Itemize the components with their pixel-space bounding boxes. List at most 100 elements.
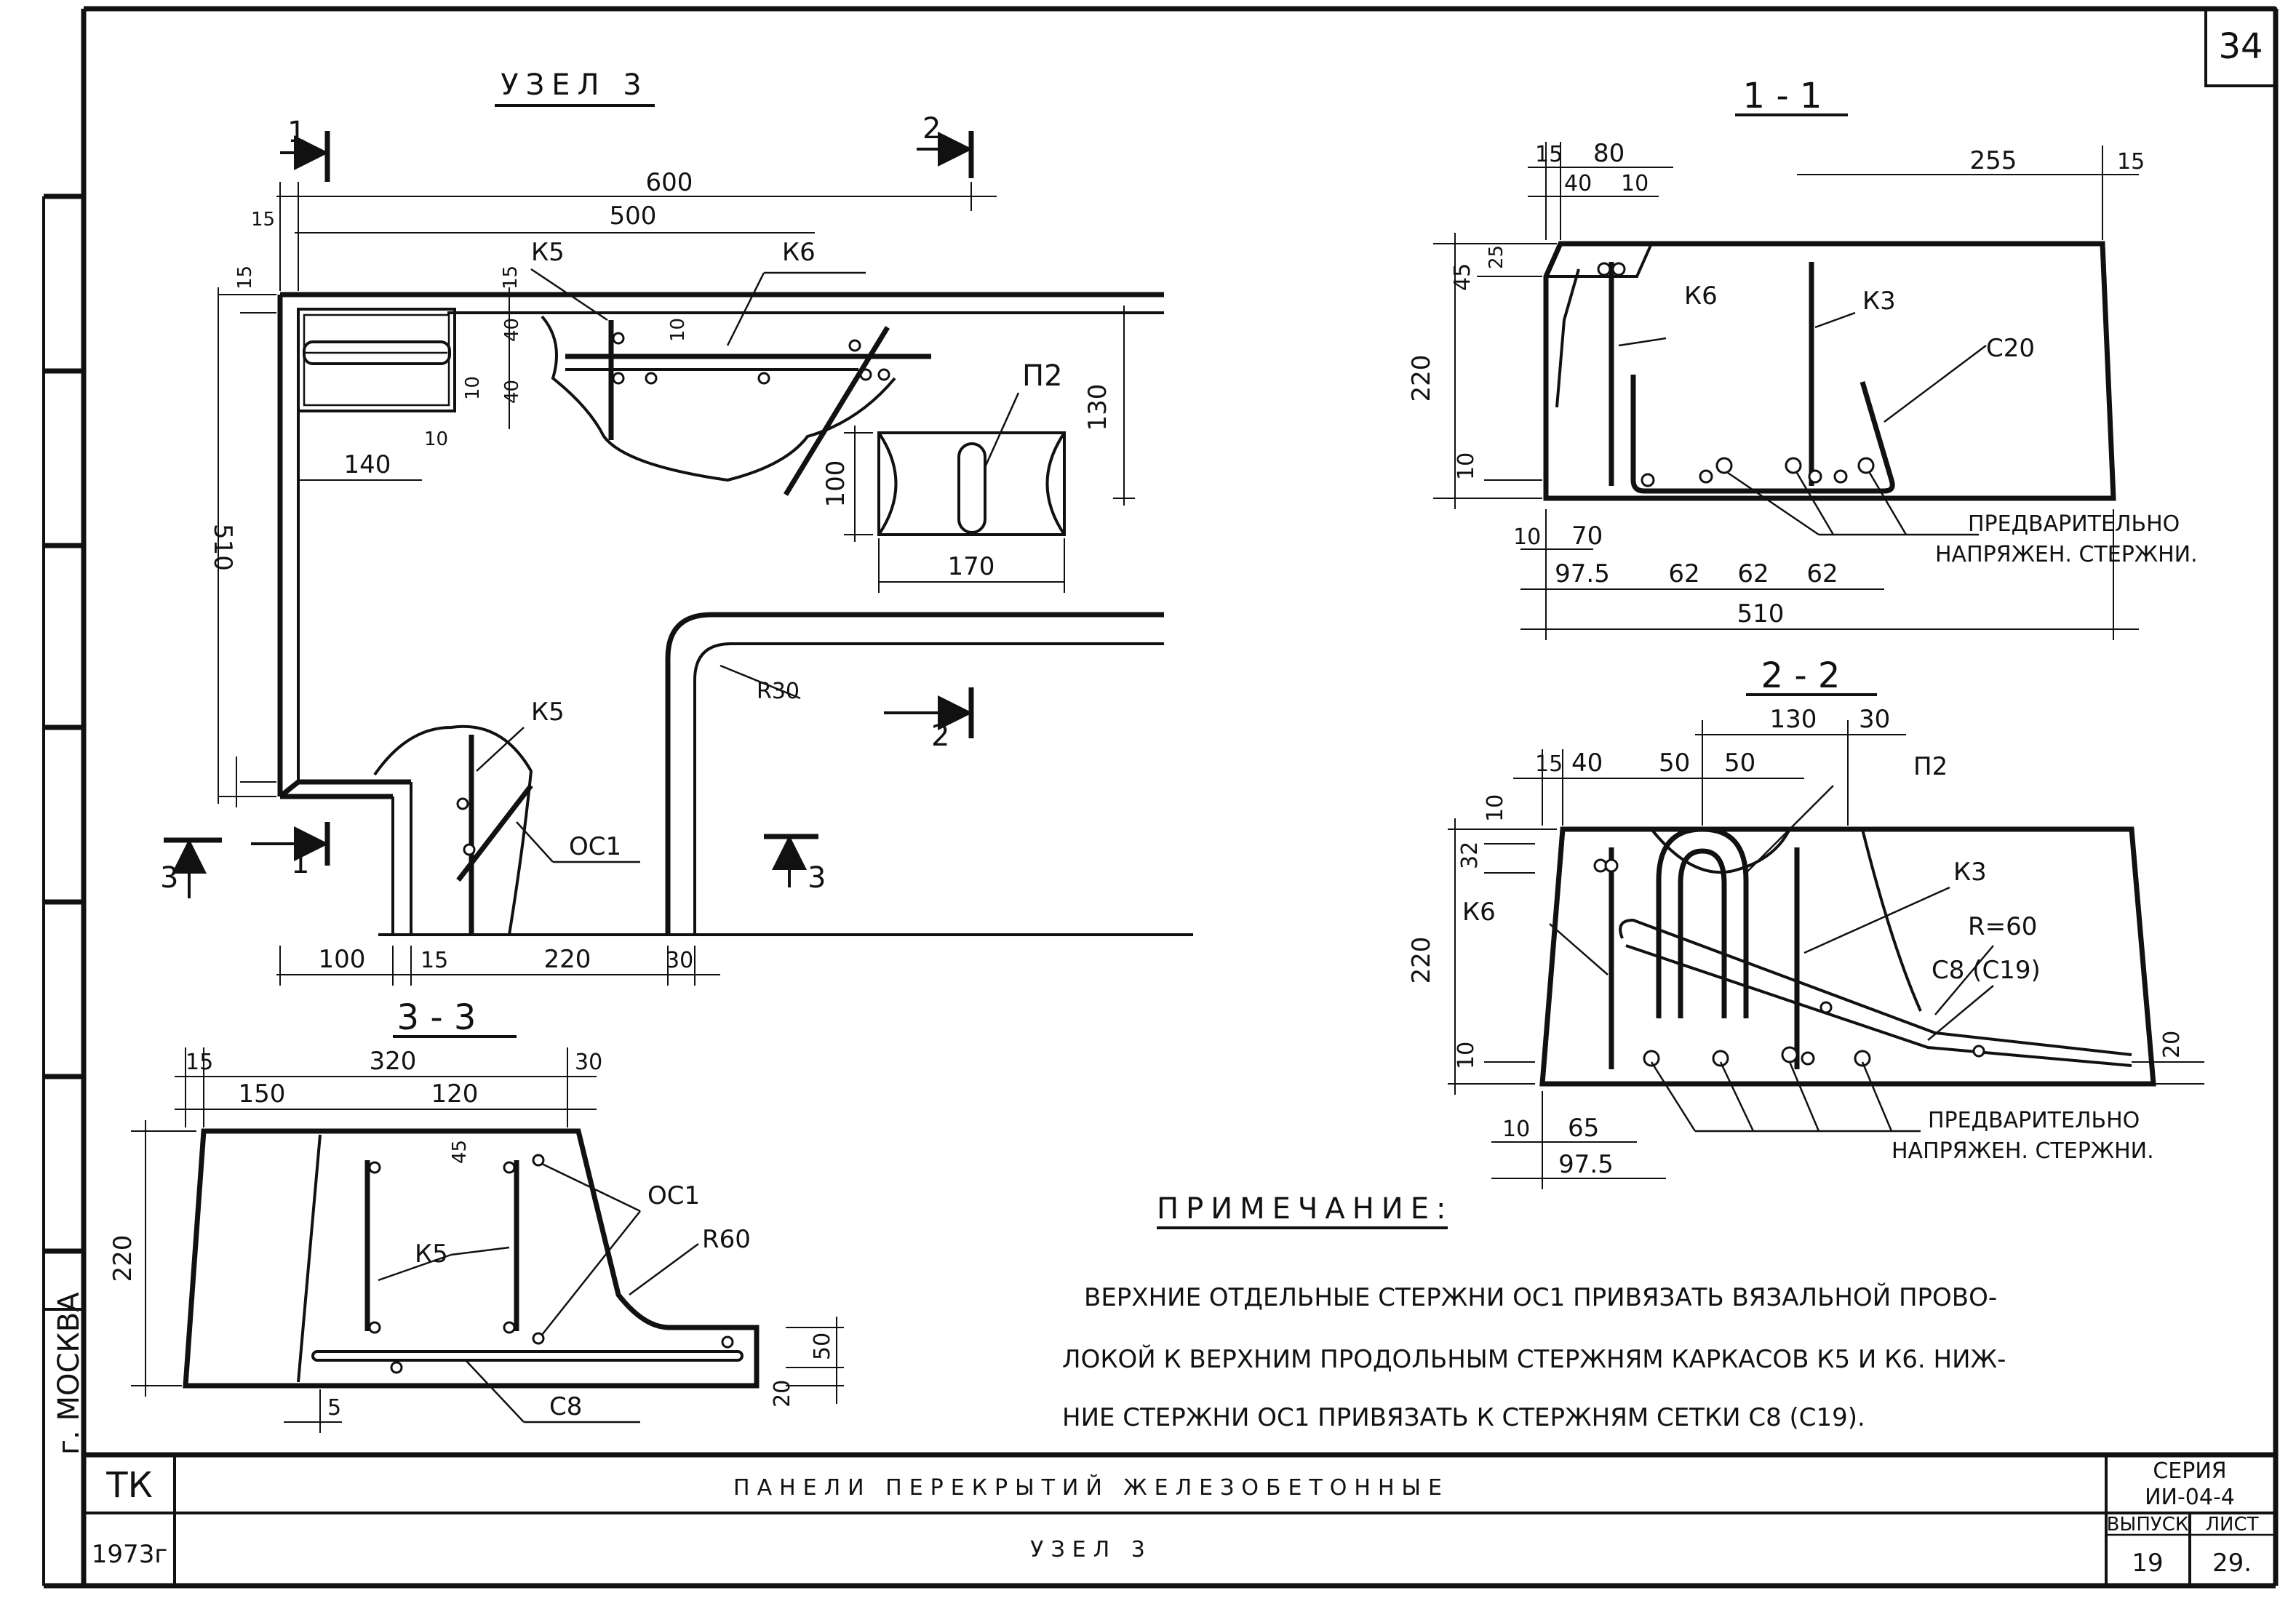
dim-bottom-15: 15: [420, 948, 448, 973]
section-2-2-body: [1539, 785, 2156, 1133]
s22-dim-40: 40: [1571, 748, 1603, 778]
dim-15-left: 15: [234, 265, 256, 290]
dim-600: 600: [646, 168, 693, 197]
cut-1-bottom: 1: [291, 847, 309, 880]
s22-dim-130: 130: [1770, 705, 1817, 734]
cut-3-left: 3: [160, 861, 178, 895]
s11-dim-220: 220: [1407, 355, 1436, 402]
s33-dim-30: 30: [575, 1050, 602, 1075]
section-1-1-dims: [1433, 142, 2139, 640]
dim-100: 100: [821, 460, 850, 508]
sheet-label: ЛИСТ: [2205, 1514, 2258, 1536]
city-label: г. МОСКВА: [52, 1292, 86, 1455]
org-code: ТК: [105, 1465, 152, 1506]
note-line-2: ЛОКОЙ К ВЕРХНИМ ПРОДОЛЬНЫМ СТЕРЖНЯМ КАРК…: [1062, 1344, 2006, 1374]
s22-dim-15: 15: [1535, 751, 1563, 777]
s33-label-oc1: ОС1: [647, 1181, 700, 1210]
dim-15-top: 15: [251, 209, 275, 231]
dim-10-b: 10: [462, 376, 484, 400]
note-line-1: ВЕРХНИЕ ОТДЕЛЬНЫЕ СТЕРЖНИ ОС1 ПРИВЯЗАТЬ …: [1084, 1282, 1997, 1312]
s33-label-c8: С8: [549, 1392, 582, 1421]
s22-label-k3: К3: [1953, 858, 1987, 887]
s11-note-line2: НАПРЯЖЕН. СТЕРЖНИ.: [1935, 542, 2198, 567]
note-line-3: НИЕ СТЕРЖНИ ОС1 ПРИВЯЗАТЬ К СТЕРЖНЯМ СЕТ…: [1062, 1403, 1865, 1432]
dim-40-b: 40: [501, 380, 523, 404]
dim-bottom-100: 100: [319, 945, 366, 974]
note-heading: ПРИМЕЧАНИЕ:: [1157, 1192, 1453, 1226]
s11-label-c20: С20: [1986, 334, 2035, 363]
s33-dim-15: 15: [186, 1050, 213, 1075]
binding-strip: [42, 193, 84, 1586]
s22-dim-10-b: 10: [1502, 1117, 1530, 1142]
dim-40-a: 40: [501, 318, 523, 342]
sheet-value: 29.: [2212, 1549, 2252, 1578]
section-2-2-dims: [1448, 720, 2204, 1189]
drawing-subtitle: УЗЕЛ 3: [1030, 1537, 1152, 1562]
section-1-1-title: 1 - 1: [1743, 76, 1822, 116]
s22-dim-65: 65: [1568, 1114, 1599, 1143]
label-p2: П2: [1022, 359, 1063, 393]
dim-500: 500: [610, 201, 657, 231]
s11-dim-10-v: 10: [1454, 452, 1479, 480]
s22-dim-50-a: 50: [1659, 748, 1690, 778]
series-value: ИИ-04-4: [2145, 1485, 2235, 1510]
s11-dim-255: 255: [1970, 146, 2017, 175]
label-k5-lower: К5: [531, 698, 565, 727]
s11-dim-15-a: 15: [1535, 142, 1563, 167]
s11-dim-62-a: 62: [1668, 559, 1699, 588]
dim-140: 140: [344, 450, 391, 479]
title-block-frame: [84, 1452, 2276, 1586]
label-r30: R30: [757, 679, 800, 704]
dim-130: 130: [1083, 384, 1112, 431]
s11-dim-10: 10: [1621, 171, 1649, 196]
s33-dim-150: 150: [239, 1079, 286, 1109]
s33-dim-45: 45: [449, 1140, 471, 1164]
s33-dim-320: 320: [370, 1047, 417, 1076]
page-number: 34: [2218, 26, 2263, 67]
s11-dim-510: 510: [1737, 599, 1785, 628]
s22-label-p2: П2: [1913, 752, 1948, 781]
label-k5-top: К5: [531, 238, 565, 267]
s33-label-r60: R60: [702, 1225, 751, 1254]
s11-dim-62-c: 62: [1806, 559, 1838, 588]
s33-dim-5: 5: [327, 1395, 341, 1421]
s11-dim-70: 70: [1571, 522, 1603, 551]
section-3-3-dims: [131, 1047, 844, 1433]
s11-dim-10-b: 10: [1513, 524, 1541, 550]
s11-dim-975: 97.5: [1555, 559, 1610, 588]
dim-170: 170: [948, 552, 995, 581]
dim-10-c: 10: [424, 428, 448, 450]
s11-label-k6: К6: [1684, 282, 1718, 311]
detail-dim-lines: [218, 182, 1135, 986]
section-2-2-title: 2 - 2: [1761, 655, 1841, 696]
s11-dim-25: 25: [1486, 245, 1507, 269]
detail-outline: [277, 292, 1193, 936]
dim-510: 510: [208, 524, 237, 571]
s22-dim-10-v: 10: [1454, 1042, 1479, 1069]
s33-dim-50: 50: [810, 1333, 835, 1360]
s22-label-r60: R=60: [1968, 912, 2037, 941]
label-oc1: ОС1: [569, 832, 621, 861]
s11-dim-40: 40: [1564, 171, 1592, 196]
cut-2-top: 2: [922, 112, 941, 145]
section-3-3-body: [183, 1128, 760, 1424]
dim-bottom-30: 30: [666, 948, 693, 973]
section-3-3-title: 3 - 3: [397, 997, 477, 1038]
sheet-frame: [44, 6, 2279, 1589]
cut-2-bottom: 2: [931, 719, 949, 753]
dim-bottom-220: 220: [544, 945, 591, 974]
label-k6-top: К6: [782, 238, 816, 267]
s33-dim-120: 120: [431, 1079, 479, 1109]
s22-dim-30: 30: [1859, 705, 1890, 734]
detail-leaders: [476, 268, 1020, 863]
s33-dim-20: 20: [770, 1380, 795, 1408]
s22-dim-20: 20: [2159, 1031, 2185, 1058]
detail-title: УЗЕЛ 3: [501, 68, 649, 102]
s22-label-c8: С8 (С19): [1932, 956, 2041, 985]
s22-dim-975: 97.5: [1558, 1150, 1614, 1179]
s11-dim-80: 80: [1593, 139, 1625, 168]
series-label: СЕРИЯ: [2153, 1458, 2226, 1484]
s22-dim-10: 10: [1483, 794, 1508, 822]
s11-label-k3: К3: [1862, 287, 1896, 316]
cut-3-right: 3: [808, 861, 826, 895]
